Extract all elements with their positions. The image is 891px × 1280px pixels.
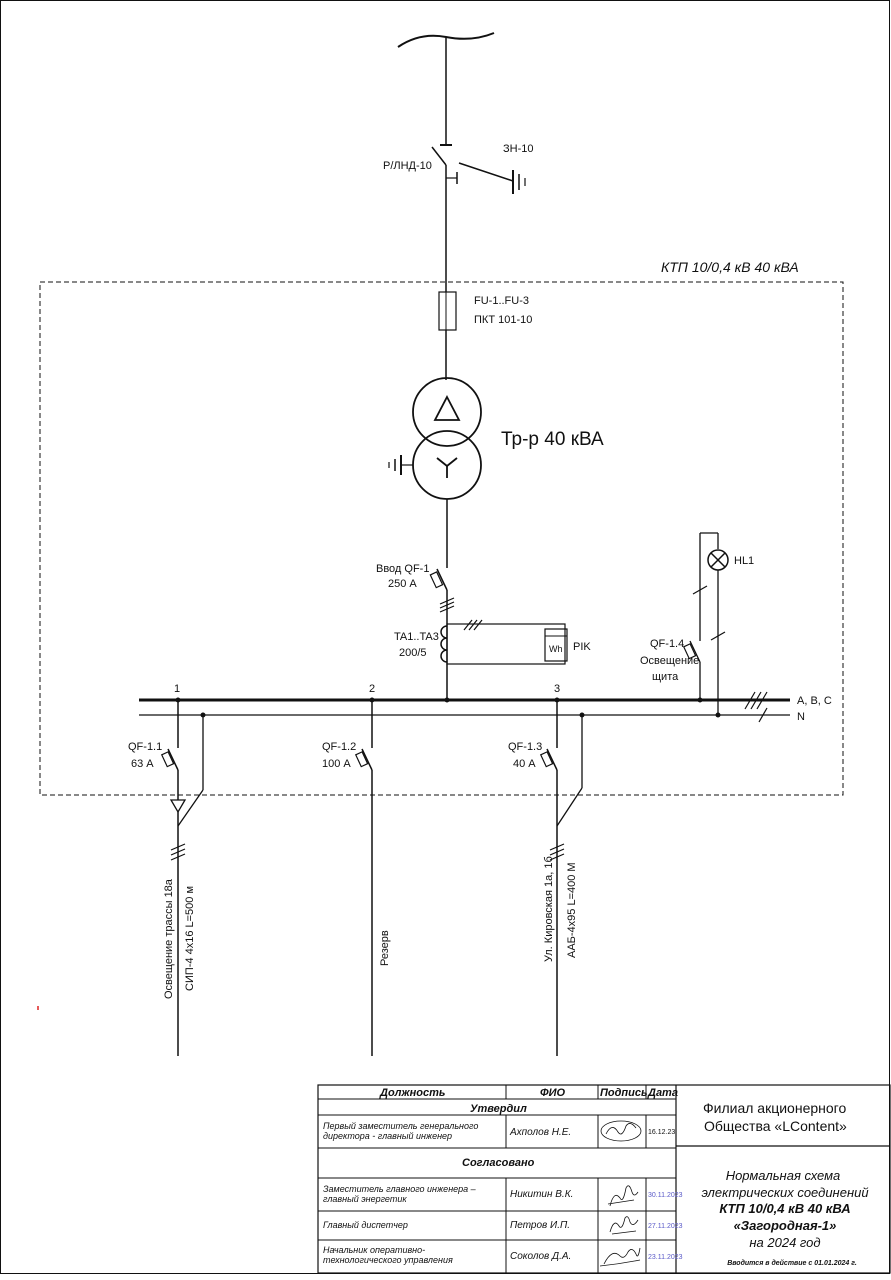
tb-approver-date: 16.12.23 — [648, 1129, 675, 1136]
tb-organization-1: Филиал акционерного — [703, 1100, 846, 1116]
tb-row1-position-2: главный энергетик — [323, 1194, 407, 1204]
panel-breaker-label-line1: QF-1.4 — [650, 638, 684, 650]
feeder-3-cable: ААБ-4х95 L=400 М — [566, 862, 578, 958]
feeder-1-number: 1 — [174, 683, 180, 695]
tb-approved: Утвердил — [470, 1103, 527, 1115]
feeder-1-arrester-icon — [169, 799, 187, 814]
main-breaker-label-line1: Ввод QF-1 — [376, 563, 429, 575]
transformer-ground-icon — [388, 455, 402, 475]
meter-symbol — [544, 628, 568, 662]
tb-approver-position-2: директора - главный инженер — [323, 1131, 452, 1141]
tb-title-1: Нормальная схема — [726, 1168, 841, 1183]
feeder-2-rating: 100 А — [322, 758, 351, 770]
ct-label-line2: 200/5 — [399, 647, 427, 659]
transformer-label: Тр-р 40 кВА — [501, 429, 604, 450]
main-cable-marks — [439, 597, 455, 613]
feeder-3-name: Ул. Кировская 1а, 1б — [543, 856, 555, 962]
meter-label: PIK — [573, 641, 591, 653]
panel-breaker-label-line3: щита — [652, 671, 679, 683]
ct-label-line1: TA1..TA3 — [394, 631, 439, 643]
disconnector-label: Р/ЛНД-10 — [383, 160, 432, 172]
tb-effective-date: Вводится в действие с 01.01.2024 г. — [727, 1259, 857, 1267]
busbar-phases-label: A, B, C — [797, 695, 832, 707]
tb-row2-position: Главный диспетчер — [323, 1220, 408, 1230]
substation-label: КТП 10/0,4 кВ 40 кВА — [661, 259, 799, 275]
tb-title-5: на 2024 год — [749, 1235, 820, 1250]
feeder-1-cable: СИП-4 4х16 L=500 м — [184, 886, 196, 991]
feeder-3-rating: 40 А — [513, 758, 536, 770]
feeder-3-breaker: QF-1.3 — [508, 741, 542, 753]
tb-title-4: «Загородная-1» — [734, 1218, 837, 1233]
feeder-1-name: Освещение трассы 18а — [163, 878, 175, 999]
fuse-label-line1: FU-1..FU-3 — [474, 295, 529, 307]
earthing-switch-blade — [458, 162, 514, 182]
lamp-icon — [707, 549, 729, 571]
feeder-2-name: Резерв — [379, 930, 391, 966]
tb-agreed: Согласовано — [462, 1157, 535, 1169]
meter-symbol-text: Wh — [549, 644, 563, 654]
busbar-phase-marks — [744, 691, 768, 723]
tb-organization-2: Общества «LContent» — [704, 1118, 847, 1134]
disconnector-blade — [431, 146, 447, 166]
feeder-2-breaker: QF-1.2 — [322, 741, 356, 753]
main-breaker-label-line2: 250 А — [388, 578, 417, 590]
substation-frame — [39, 281, 844, 796]
feeder-1-breaker-contact — [167, 748, 179, 771]
tb-row1-date: 30.11.2023 — [648, 1192, 683, 1199]
lamp-label: HL1 — [734, 555, 754, 567]
earthing-switch-label: ЗН-10 — [503, 143, 534, 155]
ct-circuit-marks — [463, 619, 483, 631]
panel-breaker-label-line2: Освещение — [640, 655, 699, 667]
feeder-1-rating: 63 А — [131, 758, 154, 770]
fuse-symbol — [438, 291, 457, 331]
fuse-label-line2: ПКТ 101-10 — [474, 314, 532, 326]
ground-icon — [512, 170, 526, 194]
transformer-symbol — [412, 377, 482, 500]
tb-row3-date: 23.11.2023 — [648, 1254, 683, 1261]
tb-row3-name: Соколов Д.А. — [510, 1251, 571, 1262]
feeder-1-breaker: QF-1.1 — [128, 741, 162, 753]
row2-signature-icon — [609, 1216, 639, 1235]
tb-approver-position-1: Первый заместитель генерального — [323, 1121, 478, 1131]
star-winding-icon — [436, 457, 458, 478]
row3-signature-icon — [599, 1247, 641, 1267]
approver-signature-icon — [600, 1120, 642, 1142]
feeder-2-breaker-contact — [361, 748, 373, 771]
tb-title-2: электрических соединений — [701, 1185, 868, 1200]
main-breaker-contact — [436, 568, 448, 591]
feeder-1-cable-marks — [170, 843, 186, 861]
tb-row2-name: Петров И.П. — [510, 1220, 570, 1231]
tb-row3-position-1: Начальник оперативно- — [323, 1245, 425, 1255]
tb-row1-name: Никитин В.К. — [510, 1189, 573, 1200]
tb-row3-position-2: технологического управления — [323, 1255, 453, 1265]
feeder-2-number: 2 — [369, 683, 375, 695]
tb-approver-name: Ахполов Н.Е. — [509, 1127, 571, 1138]
row1-signature-icon — [607, 1185, 639, 1207]
tb-title-3: КТП 10/0,4 кВ 40 кВА — [719, 1201, 850, 1216]
current-transformer-symbol — [440, 625, 448, 663]
tb-col-position: Должность — [379, 1087, 445, 1099]
busbar-neutral-label: N — [797, 711, 805, 723]
feeder-3-number: 3 — [554, 683, 560, 695]
tb-row1-position-1: Заместитель главного инженера – — [323, 1184, 477, 1194]
panel-breaker-contact — [689, 640, 701, 663]
delta-winding-icon — [433, 395, 461, 421]
title-block — [317, 1084, 891, 1274]
ct-secondary-circuit — [446, 623, 566, 665]
tb-row2-date: 27.11.2023 — [648, 1223, 683, 1230]
feeder-3-cable-marks — [549, 843, 565, 861]
tb-col-sign: Подпись — [600, 1087, 648, 1099]
tb-col-name: ФИО — [540, 1087, 566, 1099]
feeder-3-breaker-contact — [546, 748, 558, 771]
tb-col-date: Дата — [647, 1087, 678, 1099]
